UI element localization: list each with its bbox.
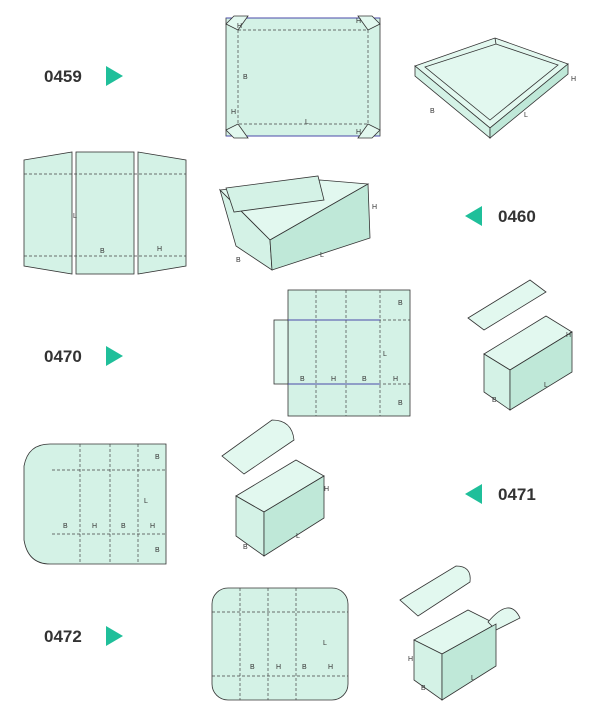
dim-b-label: B (243, 74, 248, 81)
dim-b-label: B (100, 248, 105, 255)
assembled-box-0460: B L H (219, 175, 377, 271)
code-label-0460: 0460 (498, 207, 536, 226)
dim-b-label: B (302, 664, 307, 671)
dim-b-label: B (243, 544, 248, 551)
dim-b-label: B (155, 547, 160, 554)
box-0460: L B H B L H 0460 (23, 151, 536, 275)
dim-b-label: B (250, 664, 255, 671)
code-label-0470: 0470 (44, 347, 82, 366)
box-0472: 0472 L B H B H H B L (44, 565, 521, 701)
dim-b-label: B (362, 376, 367, 383)
dim-b-label: B (398, 400, 403, 407)
flat-pattern-0460: L B H (23, 151, 187, 275)
code-label-0459: 0459 (44, 67, 82, 86)
left-arrow-icon (465, 206, 482, 226)
dim-h-label: H (356, 18, 361, 25)
assembled-box-0470: B L H (467, 279, 573, 411)
assembled-box-0459: B L H (414, 37, 576, 139)
box-0471: B L B H B H B B L H 0471 (23, 419, 536, 565)
dim-b-label: B (300, 376, 305, 383)
dim-h-label: H (331, 376, 336, 383)
flat-pattern-0470: B L B H B H B (273, 289, 411, 417)
dim-b-label: B (155, 454, 160, 461)
dim-b-label: B (121, 523, 126, 530)
dim-b-label: B (492, 397, 497, 404)
code-label-0471: 0471 (498, 485, 536, 504)
dim-h-label: H (328, 664, 333, 671)
dim-b-label: B (430, 108, 435, 115)
assembled-box-0471: B L H (221, 419, 329, 557)
dim-l-label: L (544, 382, 548, 389)
dim-b-label: B (398, 300, 403, 307)
dim-l-label: L (144, 498, 148, 505)
dim-h-label: H (408, 656, 413, 663)
dim-h-label: H (566, 332, 571, 339)
dim-l-label: L (73, 213, 77, 220)
dim-l-label: L (296, 533, 300, 540)
left-arrow-icon (465, 484, 482, 504)
dim-b-label: B (63, 523, 68, 530)
dim-l-label: L (383, 351, 387, 358)
code-label-0472: 0472 (44, 627, 82, 646)
dim-h-label: H (276, 664, 281, 671)
dim-h-label: H (324, 486, 329, 493)
right-arrow-icon (106, 626, 123, 646)
dim-l-label: L (471, 675, 475, 682)
dim-b-label: B (421, 685, 426, 692)
dim-b-label: B (236, 257, 241, 264)
dim-h-label: H (393, 376, 398, 383)
dim-h-label: H (231, 109, 236, 116)
right-arrow-icon (106, 346, 123, 366)
flat-pattern-0472: L B H B H (211, 587, 349, 701)
dim-l-label: L (524, 112, 528, 119)
dim-h-label: H (92, 523, 97, 530)
dim-h-label: H (356, 129, 361, 136)
flat-pattern-0471: B L B H B H B (23, 443, 167, 565)
box-0470: 0470 B L B H B H B B L H (44, 279, 573, 417)
dim-h-label: H (372, 204, 377, 211)
flat-pattern-0459: H H B H L H (225, 15, 381, 139)
box-0459: 0459 H H B H L H B L H (44, 15, 576, 139)
dim-h-label: H (150, 523, 155, 530)
dim-h-label: H (157, 246, 162, 253)
dim-l-label: L (305, 119, 309, 126)
dim-h-label: H (237, 23, 242, 30)
right-arrow-icon (106, 66, 123, 86)
dim-l-label: L (323, 640, 327, 647)
dim-l-label: L (320, 252, 324, 259)
dim-h-label: H (571, 76, 576, 83)
assembled-box-0472: H B L (399, 565, 521, 701)
